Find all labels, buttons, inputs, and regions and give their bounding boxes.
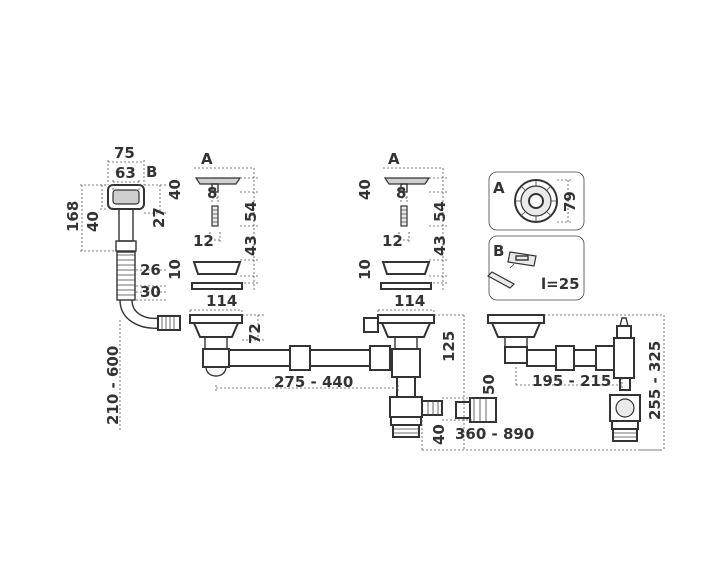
dim-43-right: 43 xyxy=(431,235,449,256)
dim-30: 30 xyxy=(140,283,161,301)
label-a-left: A xyxy=(201,150,213,168)
dim-360-890: 360 - 890 xyxy=(455,425,534,443)
dim-40-trap: 40 xyxy=(430,424,448,445)
dim-275-440: 275 - 440 xyxy=(274,373,353,391)
dim-26: 26 xyxy=(140,261,161,279)
dim-114-right: 114 xyxy=(394,292,425,310)
dim-40-right: 40 xyxy=(356,179,374,200)
dim-72: 72 xyxy=(246,323,264,344)
label-l-25: l=25 xyxy=(541,275,580,293)
dim-54-right: 54 xyxy=(431,201,449,222)
label-a-right: A xyxy=(388,150,400,168)
dim-50: 50 xyxy=(480,374,498,395)
dim-40-left: 40 xyxy=(166,179,184,200)
double-siphon-assembly xyxy=(189,314,497,438)
overflow-unit xyxy=(107,184,181,331)
dim-12-right: 12 xyxy=(382,232,403,250)
dim-79: 79 xyxy=(561,191,579,212)
dim-40-overflow: 40 xyxy=(84,211,102,232)
dim-12-left: 12 xyxy=(193,232,214,250)
label-a-detail: A xyxy=(493,179,505,197)
detail-box-a xyxy=(488,171,585,231)
strainer-a-right xyxy=(380,177,432,290)
dim-8-left: 8 xyxy=(207,184,217,202)
detail-box-b xyxy=(487,235,585,301)
dim-75: 75 xyxy=(114,144,135,162)
dim-54-left: 54 xyxy=(242,201,260,222)
dim-210-600: 210 - 600 xyxy=(104,346,122,425)
single-siphon-variant xyxy=(487,314,641,442)
dim-168: 168 xyxy=(64,201,82,232)
strainer-a-left xyxy=(191,177,243,290)
dim-125: 125 xyxy=(440,331,458,362)
dim-43-left: 43 xyxy=(242,235,260,256)
dim-255-325: 255 - 325 xyxy=(646,341,664,420)
dim-8-right: 8 xyxy=(396,184,406,202)
label-b-overflow: B xyxy=(146,163,157,181)
dim-10-right: 10 xyxy=(356,259,374,280)
dim-195-215: 195 - 215 xyxy=(532,372,611,390)
dim-27: 27 xyxy=(150,207,168,228)
label-b-detail: B xyxy=(493,242,504,260)
dim-10-left: 10 xyxy=(166,259,184,280)
dim-114-left: 114 xyxy=(206,292,237,310)
dim-63: 63 xyxy=(115,164,136,182)
